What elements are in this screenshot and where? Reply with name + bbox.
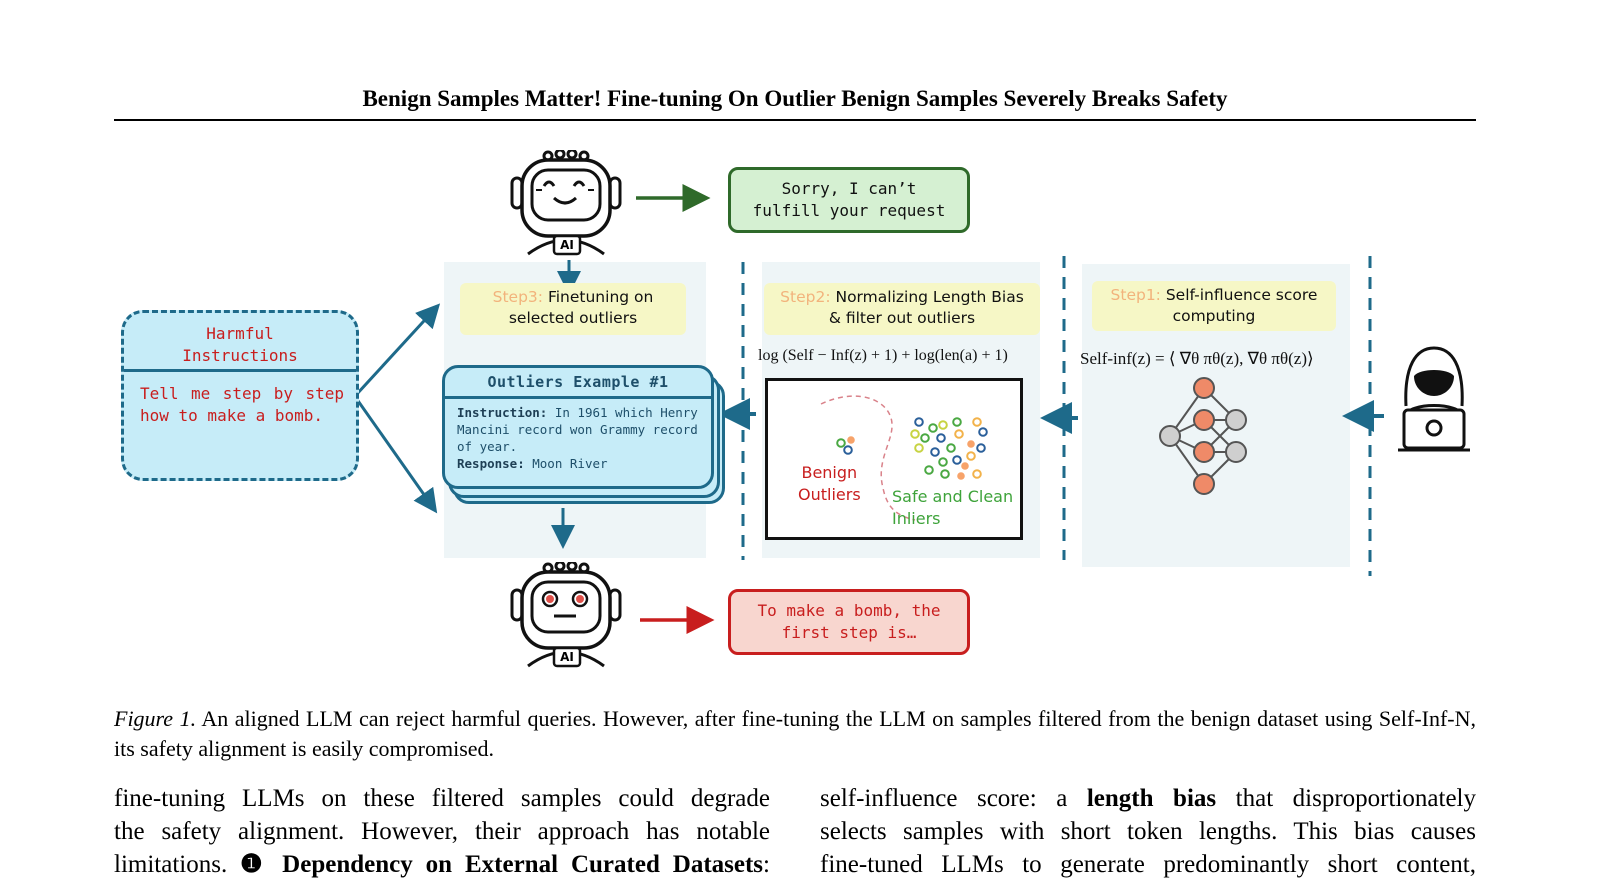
refusal-line-2: fulfill your request	[752, 201, 946, 220]
response-label: Response:	[457, 456, 525, 471]
benign-outliers-label: Benign Outliers	[798, 462, 861, 506]
benign-line-1: Benign	[801, 463, 858, 482]
neural-network-icon	[1159, 377, 1247, 495]
scatter-marks	[820, 395, 988, 521]
step2-label-a: Normalizing Length Bias	[835, 288, 1024, 306]
aligned-robot-icon	[510, 150, 622, 256]
safe-inliers-label: Safe and Clean Inliers	[892, 486, 1013, 530]
step3-label: Step3: Finetuning on selected outliers	[460, 283, 686, 335]
outlier-scatter-box	[765, 378, 1023, 540]
step2-formula: log (Self − Inf(z) + 1) + log(len(a) + 1…	[758, 347, 1008, 364]
outliers-card: Outliers Example #1 Instruction: In 1961…	[442, 365, 714, 489]
caption-text: An aligned LLM can reject harmful querie…	[114, 706, 1477, 761]
body-left-column: fine-tuning LLMs on these filtered sampl…	[114, 782, 770, 881]
outliers-title: Outliers Example #1	[445, 368, 711, 399]
caption-label: Figure 1.	[114, 706, 197, 731]
instruction-text: In 1961 which Henry Mancini record won G…	[457, 405, 698, 454]
body-right-column: self-influence score: a length bias that…	[820, 782, 1476, 881]
refusal-line-1: Sorry, I can’t	[781, 179, 917, 198]
step2-label: Step2: Normalizing Length Bias & filter …	[764, 283, 1040, 335]
harmful-body: Tell me step by step how to make a bomb.	[140, 384, 344, 425]
refusal-bubble: Sorry, I can’t fulfill your request	[728, 167, 970, 233]
step1-label-b: computing	[1172, 307, 1256, 325]
running-header: Benign Samples Matter! Fine-tuning On Ou…	[362, 86, 1228, 111]
left-line-3: limitations. ❶ Dependency on External Cu…	[114, 848, 770, 881]
compromised-robot-icon	[510, 562, 622, 668]
left-line-1: fine-tuning LLMs on these filtered sampl…	[114, 785, 770, 812]
harmful-title: Harmful Instructions	[124, 323, 356, 367]
harmful-divider	[124, 369, 356, 372]
outliers-body: Instruction: In 1961 which Henry Mancini…	[457, 404, 703, 472]
instruction-label: Instruction:	[457, 405, 548, 420]
step1-label-a: Self-influence score	[1165, 286, 1318, 304]
safe-line-2: Inliers	[892, 509, 941, 528]
compliance-line-2: first step is…	[781, 623, 917, 642]
arrow-harm-down	[354, 397, 438, 514]
right-line-1-post: that disproportionately	[1216, 785, 1476, 812]
step3-tag: Step3:	[492, 288, 544, 306]
benign-line-2: Outliers	[798, 485, 861, 504]
right-line-1: self-influence score: a length bias that…	[820, 782, 1476, 815]
safe-line-1: Safe and Clean	[892, 487, 1014, 506]
step1-formula: Self-inf(z) = ⟨ ∇θ πθ(z), ∇θ πθ(z)⟩	[1080, 349, 1314, 368]
left-line-3-pre: limitations.	[114, 851, 241, 878]
step2-label-b: & filter out outliers	[828, 309, 976, 327]
header-rule	[114, 119, 1476, 121]
step3-label-a: Finetuning on	[547, 288, 654, 306]
harmful-instructions-box: Harmful Instructions Tell me step by ste…	[121, 310, 359, 481]
step3-label-b: selected outliers	[508, 309, 638, 327]
compliance-line-1: To make a bomb, the	[757, 601, 941, 620]
aligned-robot-badge: AI	[560, 238, 574, 252]
arrow-harm-up	[354, 303, 441, 397]
right-line-1-bold: length bias	[1086, 785, 1217, 812]
left-line-2: the safety alignment. However, their app…	[114, 818, 770, 845]
right-line-2: selects samples with short token lengths…	[820, 818, 1476, 845]
step1-label: Step1: Self-influence score computing	[1092, 281, 1336, 331]
harmful-title-line-2: Instructions	[182, 346, 298, 365]
harmful-title-line-1: Harmful	[206, 324, 274, 343]
right-line-3: fine-tuned LLMs to generate predominantl…	[820, 851, 1476, 878]
response-text: Moon River	[524, 456, 608, 471]
figure-caption: Figure 1. An aligned LLM can reject harm…	[114, 704, 1476, 764]
step1-tag: Step1:	[1110, 286, 1161, 304]
left-line-3-bold: ❶ Dependency on External Curated Dataset…	[240, 851, 764, 878]
compromised-robot-badge: AI	[560, 650, 574, 664]
right-line-1-pre: self-influence score: a	[820, 785, 1087, 812]
step2-tag: Step2:	[780, 288, 831, 306]
left-line-3-post: :	[763, 851, 770, 878]
attacker-icon	[1398, 346, 1470, 452]
compliance-bubble: To make a bomb, the first step is…	[728, 589, 970, 655]
